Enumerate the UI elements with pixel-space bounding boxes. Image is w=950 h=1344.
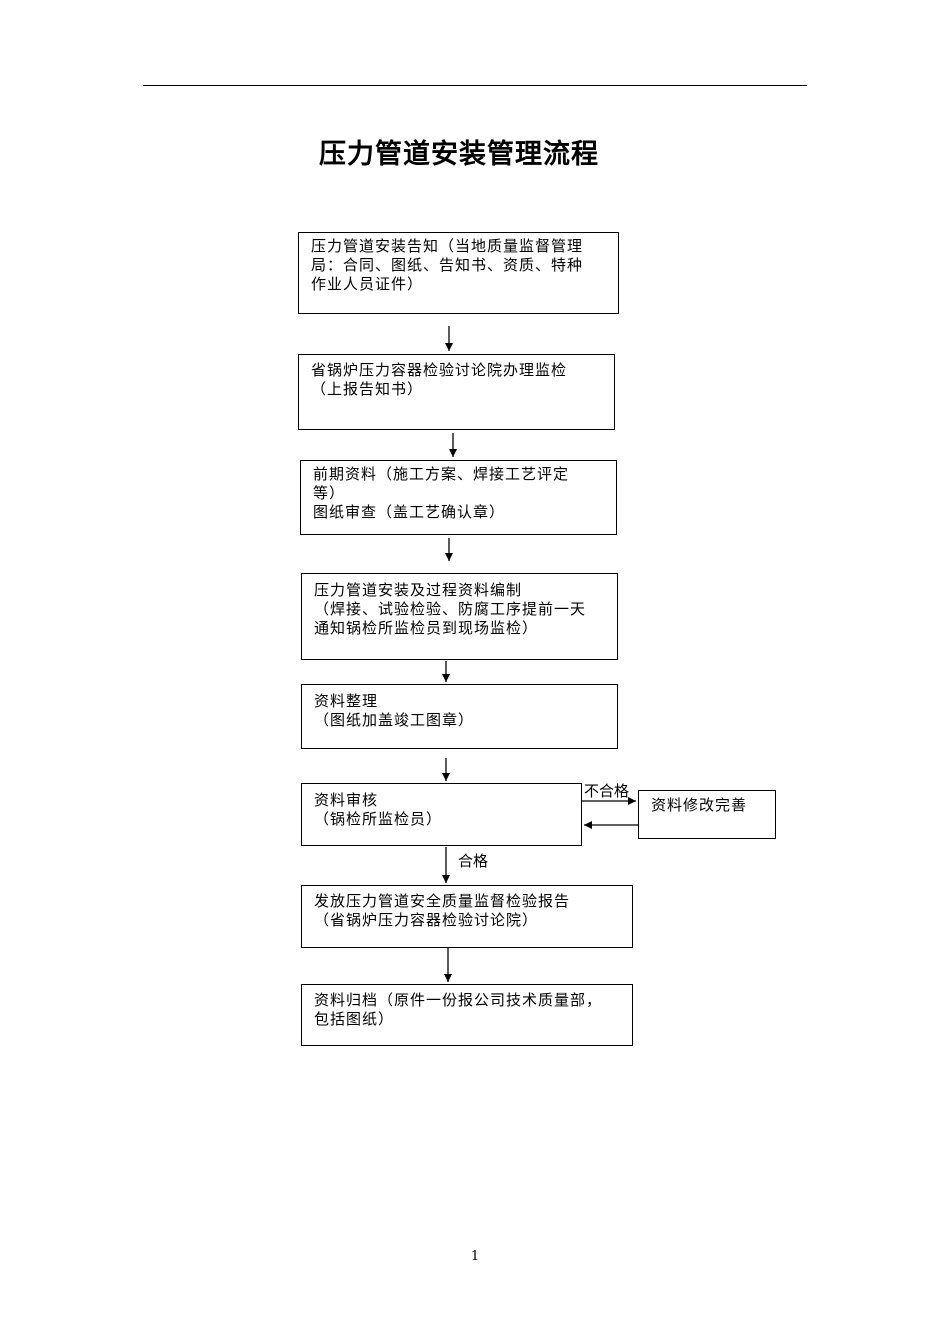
step-text-line: 通知锅检所监检员到现场监检） xyxy=(314,619,539,637)
step-text-line: 压力管道安装及过程资料编制 xyxy=(314,581,523,599)
step-text-line: 资料归档（原件一份报公司技术质量部， xyxy=(314,991,603,1009)
revision-box-label: 资料修改完善 xyxy=(651,796,748,814)
step-text-line: 省锅炉压力容器检验讨论院办理监检 xyxy=(311,361,568,379)
fail-label: 不合格 xyxy=(584,782,630,800)
step-text-line: 包括图纸） xyxy=(314,1010,395,1028)
step-text-line: 资料整理 xyxy=(314,692,379,710)
header-rule xyxy=(143,85,807,86)
step-text-line: 前期资料（施工方案、焊接工艺评定 xyxy=(313,465,570,483)
step-installation-records: 压力管道安装及过程资料编制 （焊接、试验检验、防腐工序提前一天 通知锅检所监检员… xyxy=(301,573,618,660)
step-text-line: 作业人员证件） xyxy=(311,275,424,293)
step-text-line: （焊接、试验检验、防腐工序提前一天 xyxy=(314,600,587,618)
page-title: 压力管道安装管理流程 xyxy=(319,139,599,170)
step-text-line: （锅检所监检员） xyxy=(314,810,443,828)
step-text-line: 局：合同、图纸、告知书、资质、特种 xyxy=(311,256,584,274)
step-text-line: 等） xyxy=(313,484,346,502)
step-text-line: 图纸审查（盖工艺确认章） xyxy=(313,503,506,521)
page-number: 1 xyxy=(470,1249,480,1264)
step-supervision-application: 省锅炉压力容器检验讨论院办理监检 （上报告知书） xyxy=(298,354,615,430)
step-text-line: （上报告知书） xyxy=(311,380,424,398)
step-archive: 资料归档（原件一份报公司技术质量部， 包括图纸） xyxy=(301,984,633,1046)
pass-label: 合格 xyxy=(458,852,489,870)
step-text-line: 发放压力管道安全质量监督检验报告 xyxy=(314,892,571,910)
step-document-organization: 资料整理 （图纸加盖竣工图章） xyxy=(301,684,618,749)
step-document-review: 资料审核 （锅检所监检员） xyxy=(301,783,582,846)
revision-box: 资料修改完善 xyxy=(638,790,776,839)
step-text-line: 压力管道安装告知（当地质量监督管理 xyxy=(311,237,584,255)
step-installation-notice: 压力管道安装告知（当地质量监督管理 局：合同、图纸、告知书、资质、特种 作业人员… xyxy=(298,232,619,314)
step-issue-report: 发放压力管道安全质量监督检验报告 （省锅炉压力容器检验讨论院） xyxy=(301,885,633,948)
step-text-line: （图纸加盖竣工图章） xyxy=(314,711,475,729)
step-text-line: （省锅炉压力容器检验讨论院） xyxy=(314,911,539,929)
step-text-line: 资料审核 xyxy=(314,791,379,809)
step-preliminary-documents: 前期资料（施工方案、焊接工艺评定 等） 图纸审查（盖工艺确认章） xyxy=(300,460,617,535)
